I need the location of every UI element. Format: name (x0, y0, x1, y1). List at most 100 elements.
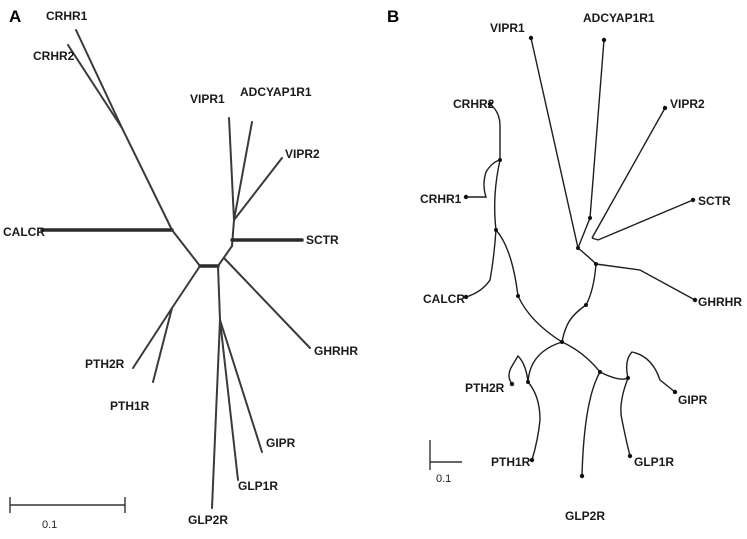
branch-b-gipr (625, 351, 676, 393)
leaf-a-vipr2: VIPR2 (285, 147, 320, 161)
branch-b-crh-calcr-stem (495, 229, 563, 343)
node-b-glp1r (627, 453, 633, 459)
node-b-pth2r (509, 381, 515, 387)
node-b-ghrhr (692, 297, 698, 303)
branch-b-crhr1 (466, 159, 501, 198)
branch-b-pth1r (527, 381, 541, 461)
branch-a-backbone-1 (171, 229, 201, 267)
branch-a-crhr2 (67, 44, 123, 129)
panel-b-leaf-labels: VIPR1 ADCYAP1R1 CRHR2 VIPR2 CRHR1 SCTR C… (420, 11, 742, 523)
leaf-a-pth2r: PTH2R (85, 357, 125, 371)
branch-b-crh-stem (493, 159, 501, 231)
branch-a-glp2r (211, 319, 221, 509)
node-b-internal-9 (626, 376, 630, 380)
leaf-b-gipr: GIPR (678, 393, 708, 407)
node-b-internal-11 (584, 303, 588, 307)
leaf-a-sctr: SCTR (306, 233, 339, 247)
branch-b-vip-stem (577, 247, 597, 265)
branch-a-pth1r (152, 307, 173, 383)
node-b-internal-10 (516, 294, 520, 298)
branch-a-vipr1 (228, 117, 235, 221)
node-b-sctr (690, 197, 696, 203)
panel-b: B (387, 7, 742, 523)
branch-a-vip-stem (231, 219, 235, 247)
branch-b-crhr2 (489, 103, 501, 160)
branch-b-vip-to-core (565, 263, 597, 329)
node-b-pth1r (529, 457, 535, 463)
panel-b-letter: B (387, 7, 399, 26)
branch-b-adcyap1r1 (589, 39, 605, 219)
node-b-internal-5 (494, 228, 498, 232)
node-b-adcyap1r1 (601, 37, 607, 43)
node-b-internal-2 (588, 216, 592, 220)
branch-b-core-join (561, 327, 567, 343)
branch-a-glp1r (219, 319, 239, 481)
branch-b-vipr2 (591, 107, 666, 239)
node-b-vipr1 (528, 35, 534, 41)
panel-b-nodes (463, 35, 698, 479)
branch-b-pth-stem (527, 341, 563, 383)
leaf-a-ghrhr: GHRHR (314, 344, 358, 358)
branch-a-backbone-3 (217, 245, 233, 267)
node-b-internal-6 (560, 340, 564, 344)
node-b-internal-3 (594, 262, 598, 266)
branch-b-glp2r (581, 371, 601, 477)
branch-a-crhr1 (75, 29, 123, 129)
scale-bar-a-label: 0.1 (42, 519, 57, 531)
leaf-b-sctr: SCTR (698, 194, 731, 208)
leaf-b-adcyap1r1: ADCYAP1R1 (583, 11, 655, 25)
branch-a-pth-stem (171, 265, 201, 309)
branch-b-ghrhr (595, 263, 696, 301)
branch-a-vipr2 (233, 157, 283, 221)
branch-a-gipr (219, 319, 263, 453)
leaf-b-ghrhr: GHRHR (698, 295, 742, 309)
node-b-gipr (672, 389, 678, 395)
leaf-b-pth2r: PTH2R (465, 381, 505, 395)
branch-b-vip-joins (577, 217, 599, 249)
branch-b-glp-stem (599, 371, 629, 380)
leaf-b-glp1r: GLP1R (634, 455, 674, 469)
leaf-a-pth1r: PTH1R (110, 399, 150, 413)
branch-a-pth2r (132, 307, 173, 369)
branch-a-crh-stem (121, 127, 173, 231)
leaf-a-calcr: CALCR (3, 225, 45, 239)
leaf-a-gipr: GIPR (266, 436, 296, 450)
panel-a-leaf-labels: CRHR1 CRHR2 CALCR VIPR1 ADCYAP1R1 VIPR2 … (3, 9, 358, 527)
panel-b-branches (465, 37, 696, 477)
leaf-a-crhr1: CRHR1 (46, 9, 88, 23)
node-b-crhr2 (487, 101, 493, 107)
panel-a: A (3, 7, 358, 531)
branch-b-glp1r (620, 377, 631, 457)
branch-b-vipr1 (530, 37, 579, 249)
node-b-internal-7 (526, 380, 530, 384)
branch-b-calcr (465, 229, 497, 298)
branch-b-pth2r (508, 354, 529, 385)
leaf-a-adcyap1r1: ADCYAP1R1 (240, 85, 312, 99)
leaf-b-calcr: CALCR (423, 292, 465, 306)
node-b-calcr (463, 294, 469, 300)
node-b-internal-1 (576, 246, 580, 250)
node-b-vipr2 (662, 105, 668, 111)
leaf-a-vipr1: VIPR1 (190, 92, 225, 106)
node-b-crhr1 (463, 194, 469, 200)
branch-b-glu-stem (561, 341, 601, 373)
leaf-a-glp1r: GLP1R (238, 479, 278, 493)
branch-a-ghrhr (223, 257, 311, 349)
branch-a-adcyap1r1 (233, 121, 253, 221)
leaf-b-crhr1: CRHR1 (420, 192, 462, 206)
node-b-glp2r (579, 473, 585, 479)
panel-a-scale-bar: 0.1 (9, 497, 126, 531)
leaf-b-crhr2: CRHR2 (453, 97, 495, 111)
node-b-internal-4 (498, 158, 502, 162)
leaf-b-pth1r: PTH1R (491, 455, 531, 469)
scale-bar-b-label: 0.1 (436, 473, 451, 485)
leaf-b-glp2r: GLP2R (565, 509, 605, 523)
branch-a-glu-stem (217, 265, 221, 321)
leaf-a-crhr2: CRHR2 (33, 49, 75, 63)
branch-b-sctr (597, 199, 694, 241)
leaf-a-glp2r: GLP2R (188, 513, 228, 527)
panel-a-letter: A (9, 7, 21, 26)
node-b-internal-8 (598, 370, 602, 374)
